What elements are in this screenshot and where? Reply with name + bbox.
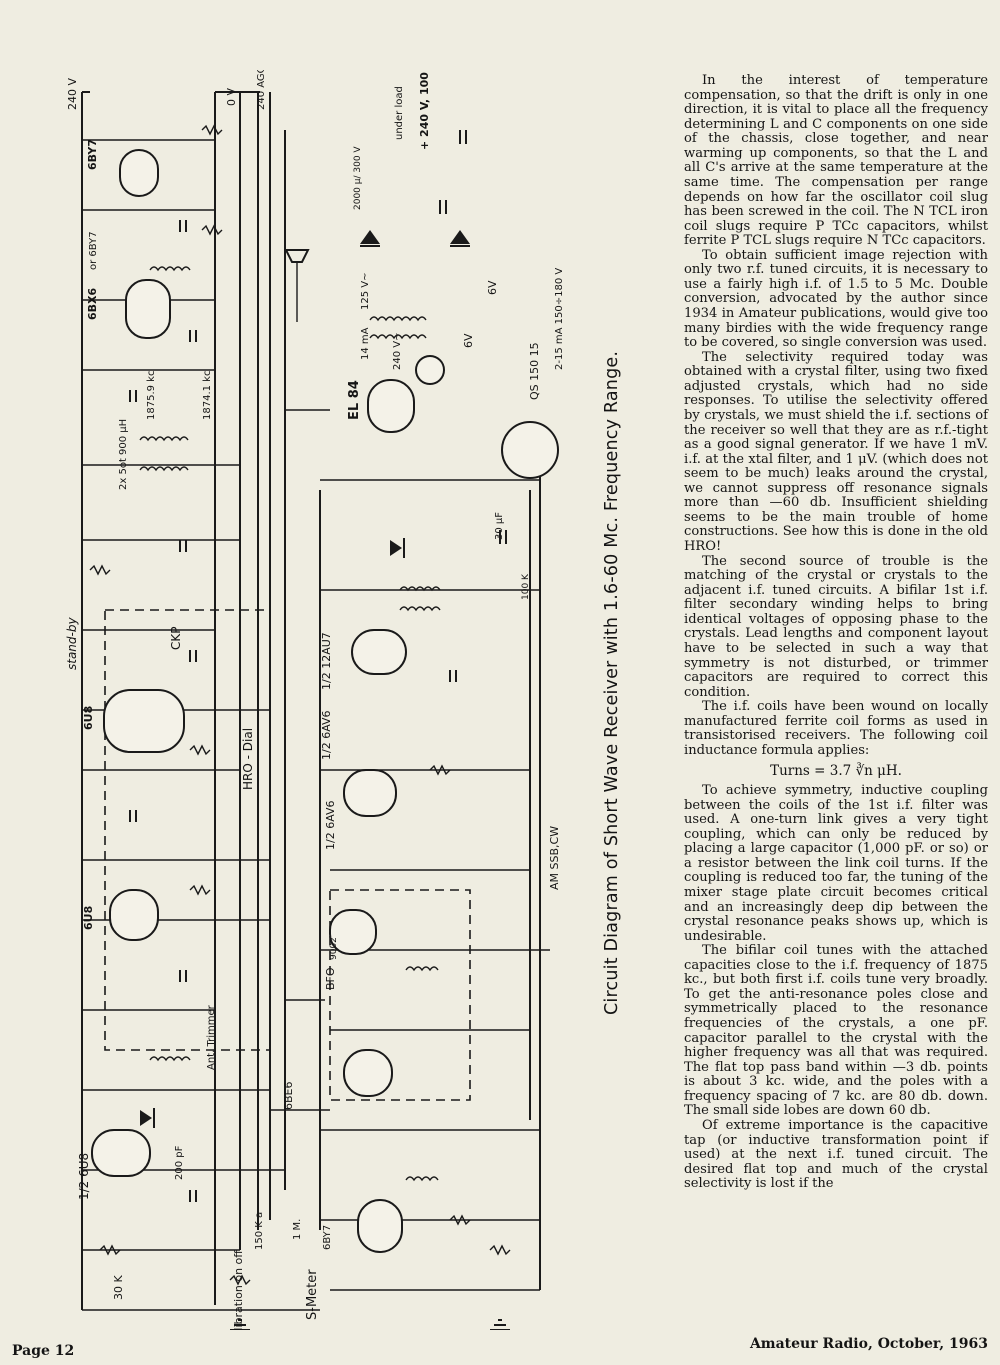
qs-label: QS 150 15 <box>528 342 541 400</box>
mode-switch-label: AM SSB,CW <box>548 826 561 890</box>
psu-hv-label: + 240 V, 100 mA <box>418 70 431 150</box>
valve-label-2: or 6BY7 <box>88 231 99 270</box>
grounds <box>230 1319 510 1330</box>
speaker <box>284 249 310 322</box>
rail-label-0v: 0 V <box>225 88 238 106</box>
psu-6v-label: 6V <box>486 280 499 295</box>
psu-under-load-label: under load <box>394 86 405 140</box>
article-column: In the interest of temperature compensat… <box>684 73 988 1192</box>
psu-14ma-label: 14 mA <box>360 327 371 360</box>
article-paragraph: The selectivity required today was obtai… <box>684 349 988 554</box>
journal-footer: Amateur Radio, October, 1963 <box>749 1336 988 1352</box>
res-100k-label: 100 K <box>521 573 531 600</box>
article-paragraph: To achieve symmetry, inductive coupling … <box>684 783 988 944</box>
shield-outlines <box>104 609 471 1101</box>
valve-label-7: 1/2 6AV6 <box>324 800 337 850</box>
circuit-diagram: 240 V 0 V 240 AGC 6BY7 or 6BY7 6BX6 EL 8… <box>65 70 565 1330</box>
diodes <box>140 230 470 1128</box>
valve-label-3: 6BX6 <box>86 287 99 320</box>
valve-envelopes <box>91 149 559 1253</box>
page-number: Page 12 <box>12 1343 75 1359</box>
article-paragraph: In the interest of temperature compensat… <box>684 73 988 249</box>
res-9002-label: 9002 <box>329 937 339 960</box>
psu-6v-lamp-label: 6V <box>462 333 475 348</box>
psu-diode-label: 2000 µ/ 300 V <box>353 146 363 210</box>
xtal-high-label: 1874.1 kc <box>202 371 213 420</box>
figure-caption: Circuit Diagram of Short Wave Receiver w… <box>602 350 622 1015</box>
psu-125v-label: 125 V~ <box>360 273 371 311</box>
rail-label-agc: 240 AGC <box>256 70 267 110</box>
ant-trimmer-label: Ant. Trimmer <box>206 1004 217 1070</box>
coil-formula: Turns = 3.7 ∛n μH. <box>770 763 902 780</box>
article-paragraph: The bifilar coil tunes with the attached… <box>684 943 988 1119</box>
valve-label-4: EL 84 <box>347 380 362 420</box>
psu-240v-label: 240 V~ <box>392 333 403 371</box>
article-paragraph: To obtain sufficient image rejection wit… <box>684 247 988 351</box>
res-150k-label: 150 K a <box>254 1212 265 1250</box>
s-meter-label: S-Meter <box>305 1269 320 1320</box>
valve-label-9: 6U8 <box>82 906 95 930</box>
res-1m-label: 1 M. <box>292 1219 303 1240</box>
valve-label-10: 6BE6 <box>282 1082 295 1111</box>
coils <box>139 266 441 1182</box>
filter-coil-label: 2x 5ot 900 µH <box>118 419 129 490</box>
xtal-low-label: 1875.9 kc <box>146 371 157 420</box>
hro-dial-label: HRO - Dial <box>241 728 255 790</box>
article-paragraph: The i.f. coils have been wound on locall… <box>684 699 988 758</box>
cap-200pf-label: 200 pF <box>174 1145 185 1180</box>
valve-label-1: 6BY7 <box>86 139 99 170</box>
coupling-cap-label: 30 µF <box>494 512 505 540</box>
article-paragraph: Of extreme importance is the capacitive … <box>684 1117 988 1192</box>
valve-label-12: 1/2 6U8 <box>77 1153 91 1200</box>
valve-label-11: 6BY7 <box>322 1225 333 1250</box>
standby-label: stand-by <box>65 617 79 670</box>
valve-label-8: 6U8 <box>82 706 95 730</box>
components <box>89 124 511 1286</box>
schematic-labels: 240 V 0 V 240 AGC 6BY7 or 6BY7 6BX6 EL 8… <box>65 70 565 1330</box>
bfo-label: BFO <box>324 967 337 990</box>
valve-label-5: 1/2 12AU7 <box>320 632 333 690</box>
calibration-label: Calibration on off <box>232 1250 245 1330</box>
article-paragraph: The second source of trouble is the matc… <box>684 553 988 700</box>
valve-label-6: 1/2 6AV6 <box>320 710 333 760</box>
res-30k-label: 30 K <box>112 1275 125 1300</box>
qs-ratings-label: 2-15 mA 150÷180 V <box>554 268 565 370</box>
rail-label-240v: 240 V <box>66 78 79 110</box>
ckp-label: CKP <box>169 627 183 650</box>
